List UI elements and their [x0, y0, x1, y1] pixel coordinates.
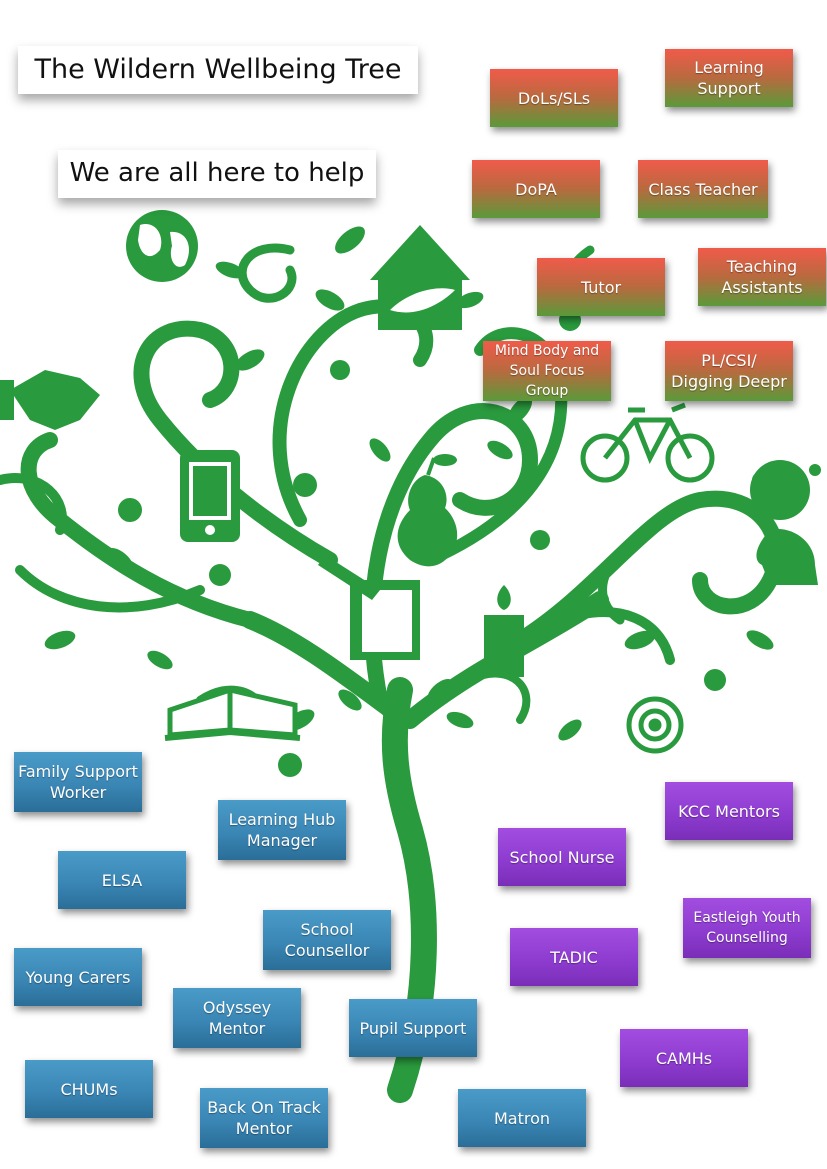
box-teaching-assistants[interactable]: Teaching Assistants [698, 248, 826, 306]
box-chums[interactable]: CHUMs [25, 1060, 153, 1118]
box-matron[interactable]: Matron [458, 1089, 586, 1147]
box-back-on-track-mentor[interactable]: Back On Track Mentor [200, 1088, 328, 1148]
box-tutor[interactable]: Tutor [537, 258, 665, 316]
mandala-icon [626, 696, 684, 754]
handshake-icon [0, 370, 100, 430]
box-kcc-mentors[interactable]: KCC Mentors [665, 782, 793, 840]
house-leaf-icon [370, 225, 470, 330]
book-icon [164, 686, 301, 741]
phone-icon [180, 450, 240, 542]
page-title: The Wildern Wellbeing Tree [18, 46, 418, 94]
box-elsa[interactable]: ELSA [58, 851, 186, 909]
paper-pen-icon [318, 555, 420, 660]
candle-icon [484, 585, 524, 677]
page-subtitle: We are all here to help [58, 150, 376, 198]
branch-center [364, 403, 539, 708]
box-dols-sls[interactable]: DoLs/SLs [490, 69, 618, 127]
globe-icon [126, 210, 198, 282]
box-pl-csi-digging-deepr[interactable]: PL/CSI/ Digging Deepr [665, 341, 793, 401]
box-tadic[interactable]: TADIC [510, 928, 638, 986]
box-family-support-worker[interactable]: Family Support Worker [14, 752, 142, 812]
box-odyssey-mentor[interactable]: Odyssey Mentor [173, 988, 301, 1048]
box-mind-body-soul[interactable]: Mind Body and Soul Focus Group [483, 341, 611, 401]
branch-left [133, 320, 338, 568]
box-school-nurse[interactable]: School Nurse [498, 828, 626, 886]
box-class-teacher[interactable]: Class Teacher [638, 160, 768, 218]
box-pupil-support[interactable]: Pupil Support [349, 999, 477, 1057]
box-young-carers[interactable]: Young Carers [14, 948, 142, 1006]
box-dopa[interactable]: DoPA [472, 160, 600, 218]
box-camhs[interactable]: CAMHs [620, 1029, 748, 1087]
box-learning-hub-manager[interactable]: Learning Hub Manager [218, 800, 346, 860]
bicycle-icon [580, 402, 715, 483]
pear-icon [397, 454, 458, 567]
flower-icon [118, 309, 726, 777]
box-learning-support[interactable]: Learning Support [665, 49, 793, 107]
box-eastleigh-youth-counselling[interactable]: Eastleigh Youth Counselling [683, 898, 811, 958]
box-school-counsellor[interactable]: School Counsellor [263, 910, 391, 970]
leaf-cluster [752, 463, 821, 511]
